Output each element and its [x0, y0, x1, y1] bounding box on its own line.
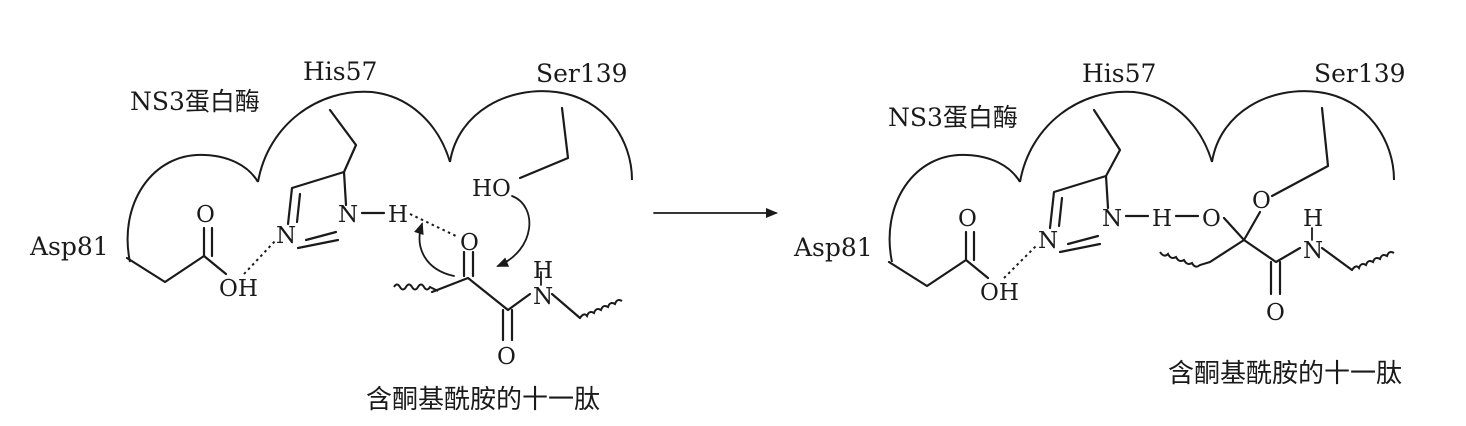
- left-atom-carboxyl-o: O: [196, 202, 215, 228]
- left-asp-label: Asp81: [29, 232, 109, 261]
- left-protein-arc-his: [257, 90, 451, 183]
- left-his-label: His57: [303, 57, 377, 86]
- left-atom-amide-o: O: [497, 344, 516, 370]
- right-asp-label: Asp81: [793, 233, 873, 262]
- left-ser-chain: [518, 106, 570, 180]
- right-ser-label: Ser139: [1314, 59, 1406, 88]
- right-hemiketal-bonds: [1208, 210, 1354, 272]
- right-imidazole-double-1: [1057, 196, 1064, 228]
- right-carboxyl-oh-bond: [964, 258, 990, 280]
- right-atom-imid-h: H: [1152, 206, 1172, 232]
- right-hbond-asp-his: [1003, 245, 1037, 279]
- left-caption: 含酮基酰胺的十一肽: [366, 385, 600, 415]
- right-protein-arc-asp: [888, 153, 1021, 263]
- right-atom-hemiketal-o2: O: [1252, 188, 1271, 214]
- left-arrow-ketone-to-h: [414, 222, 455, 277]
- right-atom-amide-h: H: [1303, 206, 1323, 232]
- right-atom-carboxyl-oh: OH: [980, 280, 1019, 306]
- right-atom-imid-n-bottom: N: [1038, 228, 1058, 254]
- right-peptide-wavy-right: [1351, 251, 1395, 271]
- left-atom-ser-ho: HO: [472, 176, 511, 202]
- left-peptide-wavy-left: [393, 283, 439, 292]
- left-asp-chain: [125, 226, 206, 284]
- right-his-chain: [1092, 108, 1122, 178]
- right-peptide-wavy-left: [1159, 251, 1211, 268]
- left-atom-imid-h: H: [388, 202, 408, 228]
- right-atom-amide-n: N: [1303, 238, 1323, 264]
- left-imidazole-double-2: [304, 230, 338, 242]
- left-imidazole-ring: [286, 170, 348, 250]
- right-protein-label: NS3蛋白酶: [888, 103, 1018, 132]
- right-protein-arc-ser: [1211, 90, 1395, 181]
- right-ser-chain: [1270, 106, 1330, 198]
- right-atom-carboxyl-o: O: [958, 206, 977, 232]
- right-his-label: His57: [1082, 59, 1156, 88]
- right-atom-amide-o: O: [1266, 300, 1285, 326]
- right-atom-hemiketal-o1: O: [1202, 206, 1221, 232]
- left-panel: NS3蛋白酶 His57 Ser139 Asp81 O OH N N H HO …: [29, 57, 633, 415]
- left-protein-arc-asp: [126, 153, 259, 263]
- right-protein-arc-his: [1019, 90, 1213, 183]
- left-imidazole-double-1: [295, 192, 302, 224]
- left-his-chain: [328, 108, 358, 174]
- left-hbond-his-ketone: [409, 213, 457, 237]
- left-atom-amide-n: N: [533, 284, 553, 310]
- left-arrow-oxygen-attack: [496, 195, 531, 267]
- left-atom-amide-h: H: [533, 258, 553, 284]
- right-caption: 含酮基酰胺的十一肽: [1168, 359, 1402, 389]
- left-atom-imid-n-top: N: [338, 202, 358, 228]
- left-atom-carboxyl-oh: OH: [219, 276, 258, 302]
- right-atom-imid-n-top: N: [1102, 206, 1122, 232]
- left-protein-arc-ser: [449, 90, 633, 181]
- right-imidazole-ring: [1048, 174, 1110, 254]
- left-ser-label: Ser139: [536, 59, 628, 88]
- right-asp-chain: [887, 230, 968, 288]
- right-imidazole-double-2: [1066, 234, 1100, 246]
- left-atom-imid-n-bottom: N: [276, 223, 296, 249]
- left-peptide-wavy-right: [579, 299, 623, 319]
- left-carboxyl-oh-bond: [202, 254, 228, 276]
- left-atom-ketone-o: O: [460, 230, 479, 256]
- left-peptide-backbone: [430, 276, 582, 320]
- left-protein-label: NS3蛋白酶: [130, 87, 260, 116]
- right-panel: NS3蛋白酶 His57 Ser139 Asp81 O OH N N H O O…: [793, 59, 1406, 389]
- left-hbond-asp-his: [243, 239, 277, 275]
